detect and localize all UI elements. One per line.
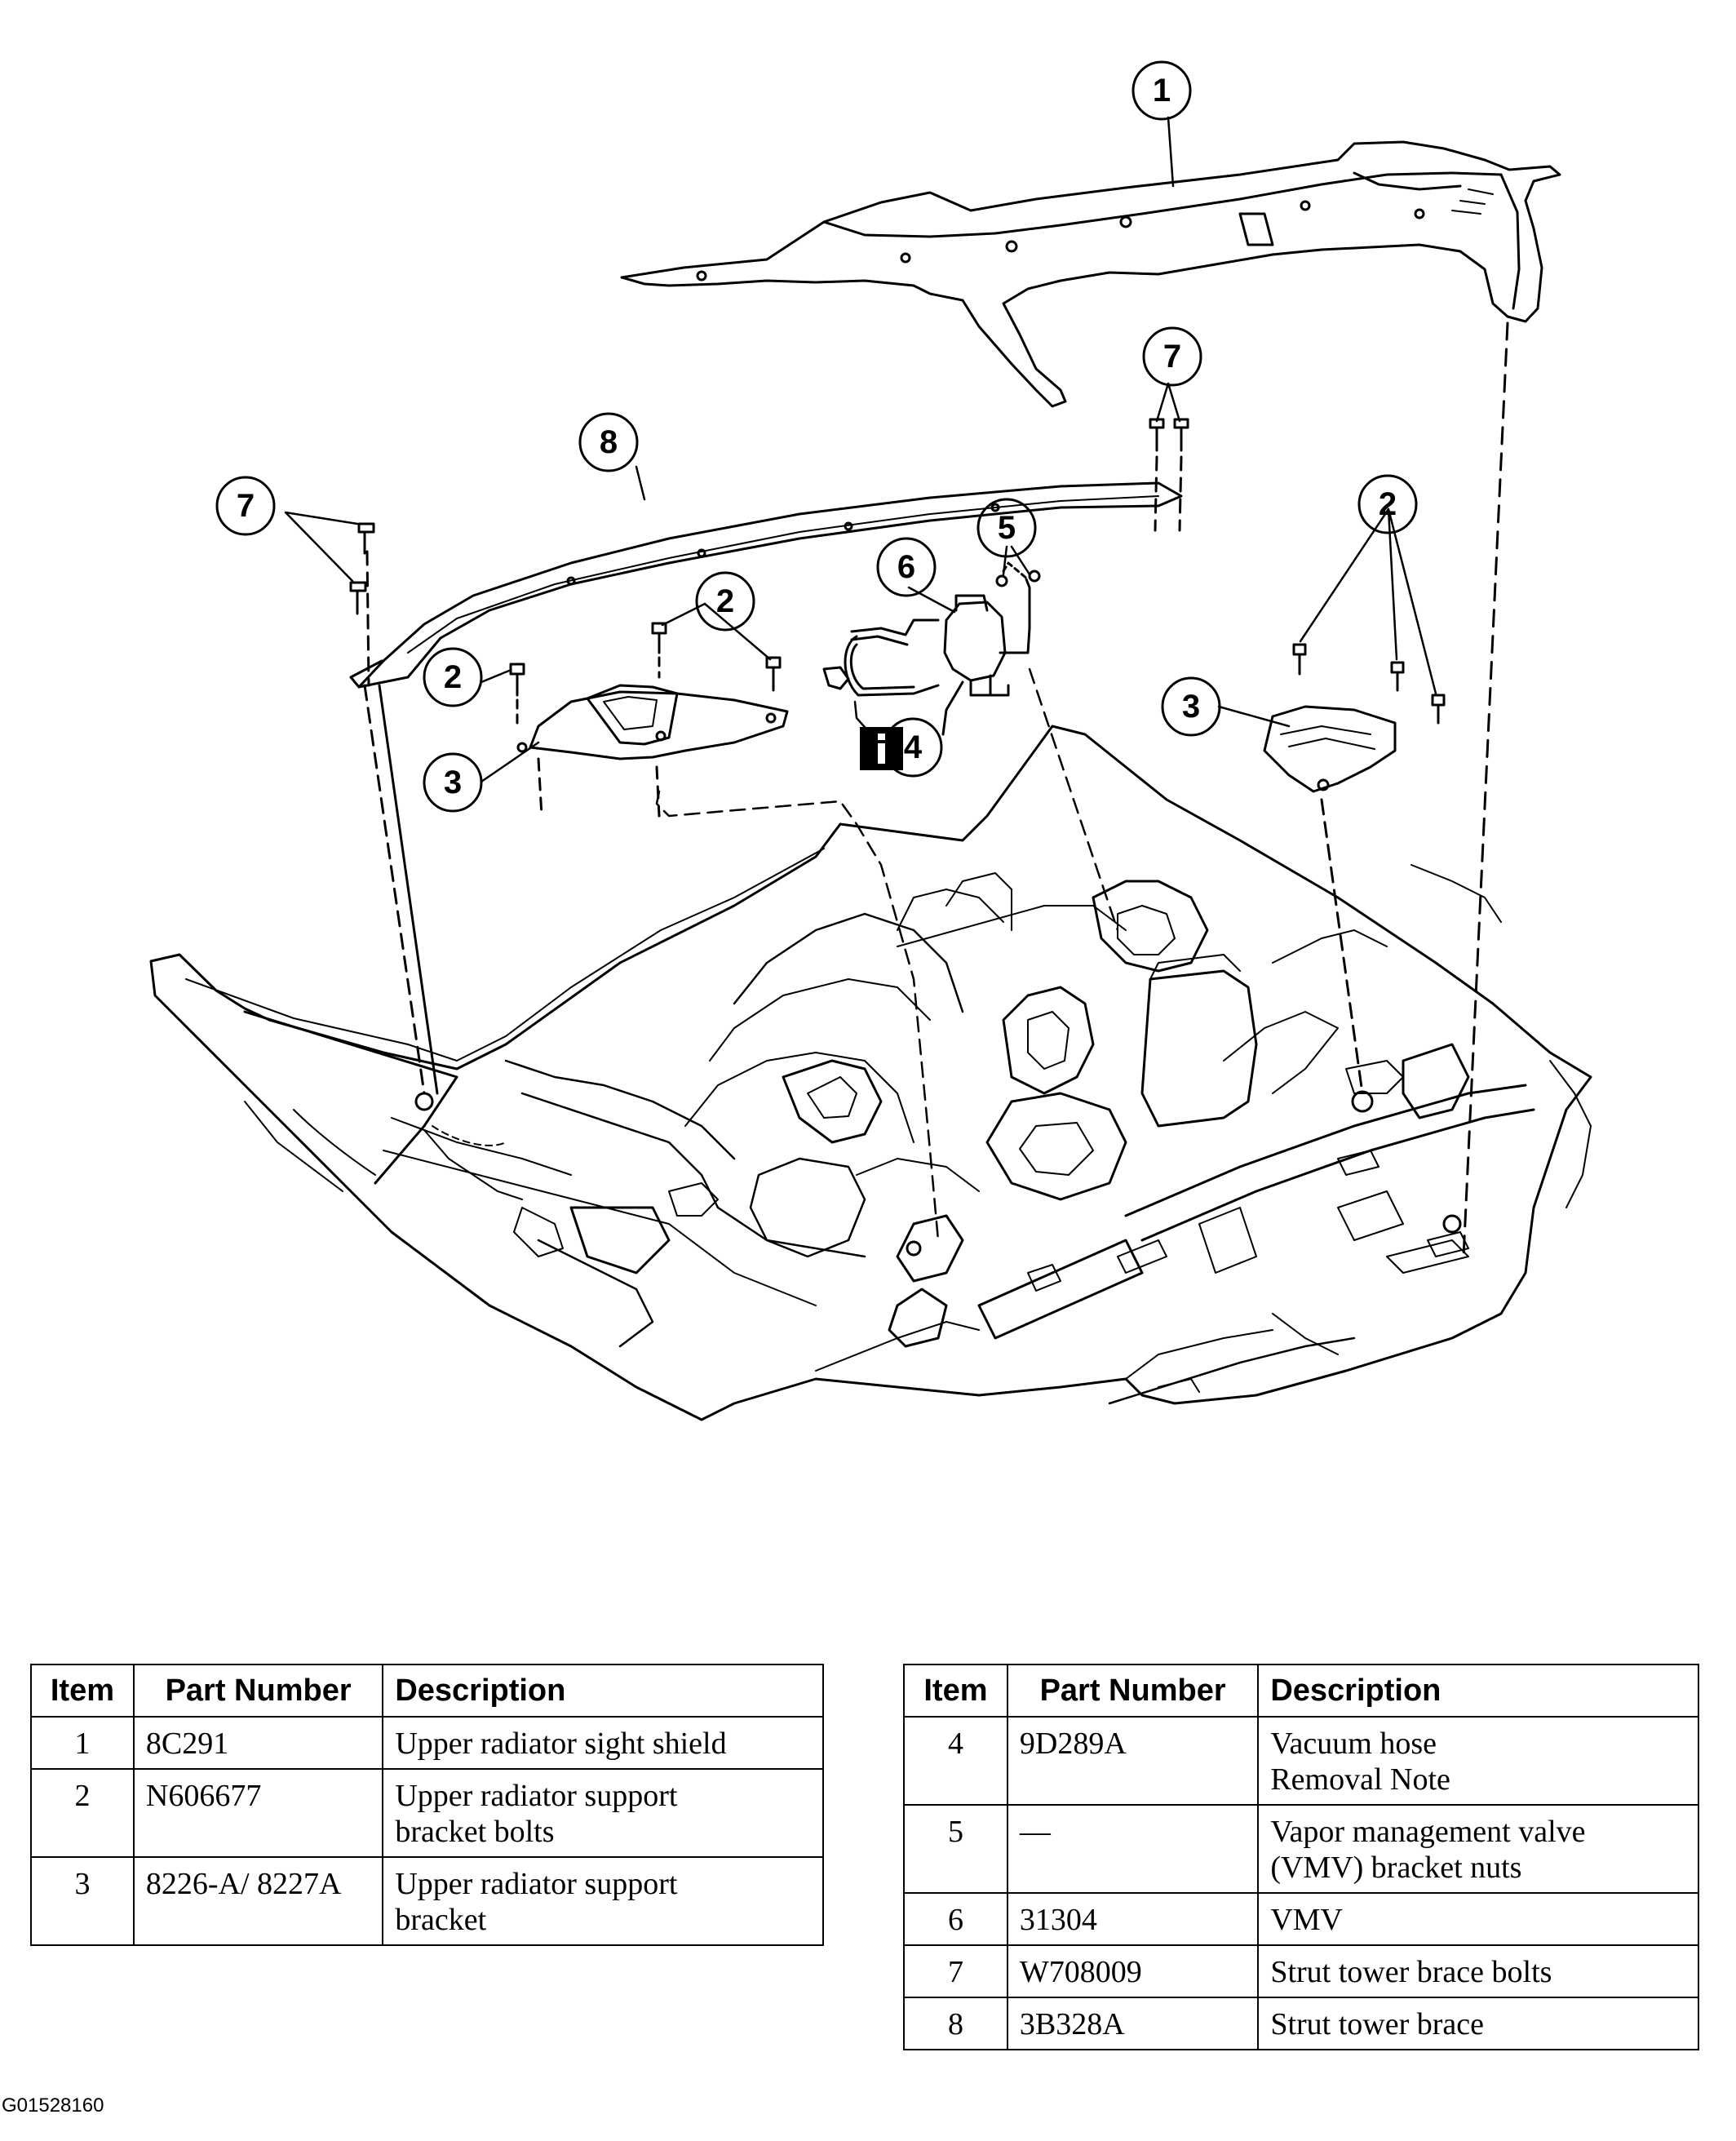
strut-brace-bolts-left — [349, 522, 439, 1095]
cell-description: Vapor management valve (VMV) bracket nut… — [1257, 1804, 1699, 1894]
callout-6: 6 — [897, 549, 915, 585]
header-item: Item — [30, 1664, 135, 1718]
header-part-number: Part Number — [132, 1664, 384, 1718]
cell-description: Upper radiator sight shield — [382, 1716, 824, 1770]
callout-2-center: 2 — [716, 583, 734, 619]
cell-part-number: 3B328A — [1006, 1997, 1260, 2050]
table-row: 8 3B328A Strut tower brace — [903, 1997, 1699, 2050]
cell-item: 6 — [903, 1892, 1008, 1946]
radiator-support-bracket-left — [516, 684, 789, 818]
cell-item: 5 — [903, 1804, 1008, 1894]
header-description: Description — [1257, 1664, 1699, 1718]
sight-shield-part — [620, 140, 1561, 408]
strut-brace-bolts-right — [1149, 321, 1509, 1258]
cell-part-number: — — [1006, 1804, 1260, 1894]
header-part-number: Part Number — [1006, 1664, 1260, 1718]
cell-item: 3 — [30, 1856, 135, 1946]
callout-2-left: 2 — [444, 659, 462, 695]
callout-1: 1 — [1153, 73, 1171, 109]
callout-7-left: 7 — [237, 488, 255, 524]
callout-2-right: 2 — [1379, 486, 1397, 522]
radiator-support-bracket-right — [1263, 705, 1397, 1095]
parts-table-right: Item Part Number Description 4 9D289A Va… — [903, 1664, 1699, 2050]
callout-4: 4 — [904, 729, 923, 765]
cell-part-number: 8C291 — [132, 1716, 384, 1770]
cell-part-number: W708009 — [1006, 1944, 1260, 1998]
table-header-row: Item Part Number Description — [903, 1664, 1699, 1718]
cell-item: 8 — [903, 1997, 1008, 2050]
table-row: 2 N606677 Upper radiator support bracket… — [30, 1768, 824, 1858]
callout-8: 8 — [600, 424, 618, 460]
strut-tower-brace-part — [349, 481, 1183, 689]
callout-3-left: 3 — [444, 765, 462, 800]
callout-3-right: 3 — [1182, 689, 1200, 725]
guide-lines — [655, 667, 1119, 1242]
cell-description: Strut tower brace — [1257, 1997, 1699, 2050]
callout-circles — [215, 60, 1418, 813]
cell-description: Upper radiator support bracket bolts — [382, 1768, 824, 1858]
cell-item: 1 — [30, 1716, 135, 1770]
table-row: 5 — Vapor management valve (VMV) bracket… — [903, 1804, 1699, 1894]
vmv-assembly — [822, 561, 1041, 736]
cell-item: 7 — [903, 1944, 1008, 1998]
header-description: Description — [382, 1664, 824, 1718]
table-row: 7 W708009 Strut tower brace bolts — [903, 1944, 1699, 1998]
callout-7-right: 7 — [1163, 339, 1181, 375]
cell-description: Upper radiator support bracket — [382, 1856, 824, 1946]
leader-lines — [284, 116, 1437, 783]
cell-part-number: 8226-A/ 8227A — [132, 1856, 384, 1946]
cell-item: 2 — [30, 1768, 135, 1858]
cell-part-number: N606677 — [132, 1768, 384, 1858]
header-item: Item — [903, 1664, 1008, 1718]
table-row: 1 8C291 Upper radiator sight shield — [30, 1716, 824, 1770]
cell-description: VMV — [1257, 1892, 1699, 1946]
callout-5: 5 — [998, 510, 1016, 546]
exploded-view-diagram: 1 7 8 5 6 2 7 2 2 3 4 3 — [149, 60, 1592, 1421]
cell-part-number: 9D289A — [1006, 1716, 1260, 1806]
table-row: 4 9D289A Vacuum hose Removal Note — [903, 1716, 1699, 1806]
cell-part-number: 31304 — [1006, 1892, 1260, 1946]
cell-description: Vacuum hose Removal Note — [1257, 1716, 1699, 1806]
figure-id: G01528160 — [2, 2094, 104, 2117]
engine-compartment — [149, 725, 1592, 1421]
table-row: 3 8226-A/ 8227A Upper radiator support b… — [30, 1856, 824, 1946]
cell-item: 4 — [903, 1716, 1008, 1806]
table-header-row: Item Part Number Description — [30, 1664, 824, 1718]
bracket-bolts — [509, 622, 1446, 728]
info-icon — [860, 727, 903, 770]
table-row: 6 31304 VMV — [903, 1892, 1699, 1946]
cell-description: Strut tower brace bolts — [1257, 1944, 1699, 1998]
parts-table-left: Item Part Number Description 1 8C291 Upp… — [30, 1664, 824, 1946]
